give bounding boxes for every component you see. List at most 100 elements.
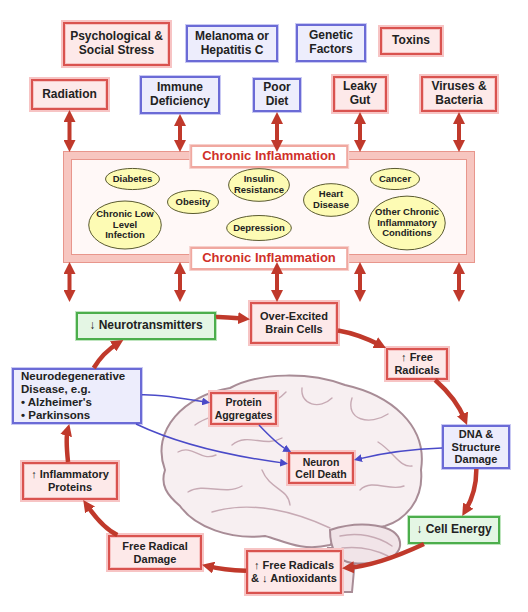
node-text: Neurodegenerative Disease, e.g.	[21, 370, 137, 396]
inflammation-output-arrows	[70, 268, 460, 296]
node-text: Toxins	[392, 34, 430, 48]
double-arrow	[178, 268, 182, 296]
thin-arrow	[136, 424, 284, 463]
thick-arrow	[68, 116, 72, 146]
cause-box: Viruses & Bacteria	[421, 76, 497, 112]
node-text: ↑ Inflammatory Proteins	[27, 468, 113, 493]
node-text: ↑ Free Radicals & ↓ Antioxidants	[251, 559, 337, 584]
process-box: ↑ Free Radicals & ↓ Antioxidants	[246, 550, 342, 594]
brain-fold	[178, 450, 216, 457]
process-box: DNA & Structure Damage	[442, 425, 510, 469]
ellipse-shape	[89, 201, 162, 249]
thick-arrow	[435, 380, 465, 419]
node-text: Viruses & Bacteria	[426, 80, 492, 108]
brain-folds	[178, 388, 412, 556]
node-text: Depression	[233, 223, 285, 234]
condition-ellipse: Cancer	[370, 168, 420, 190]
thick-arrow	[358, 118, 362, 146]
ellipse-shape	[304, 184, 359, 217]
process-box: Over-Excited Brain Cells	[250, 302, 338, 344]
node-text: Radiation	[42, 88, 97, 102]
inflammation-band: Chronic InflammationChronic Inflammation…	[64, 152, 474, 262]
brain-fold	[232, 438, 282, 445]
double-arrow	[68, 268, 72, 296]
node-text: Poor Diet	[258, 81, 296, 109]
process-box: Free Radical Damage	[108, 535, 202, 570]
process-box: Protein Aggregates	[210, 392, 277, 425]
process-box: ↓ Neurotransmitters	[76, 312, 216, 340]
node-text: Psychological & Social Stress	[68, 30, 165, 58]
node-text: ↑ Free Radicals	[391, 351, 443, 376]
condition-ellipse: Other Chronic Inflammatory Conditions	[368, 195, 446, 251]
ellipse-shape	[229, 169, 290, 202]
condition-ellipse: Depression	[226, 215, 292, 241]
condition-ellipse: Obesity	[167, 190, 219, 214]
thick-arrow	[348, 544, 424, 568]
brain-fold	[378, 442, 412, 466]
node-text: Protein Aggregates	[215, 396, 273, 420]
node-text: Insulin Resistance	[232, 174, 286, 196]
band-title: Chronic Inflammation	[190, 247, 348, 270]
node-text: Neuron Cell Death	[293, 456, 349, 480]
cause-box: Radiation	[31, 79, 108, 110]
thick-arrow	[94, 343, 118, 368]
brain-fold	[262, 470, 290, 505]
thick-arrow	[178, 120, 182, 146]
double-arrow	[275, 268, 279, 296]
brain-fold	[188, 486, 242, 492]
cause-box: Melanoma or Hepatitis C	[186, 25, 278, 62]
cause-box: Leaky Gut	[333, 76, 387, 112]
thick-arrow	[216, 317, 244, 319]
thin-arrow	[358, 448, 442, 459]
cause-box: Poor Diet	[253, 78, 301, 112]
condition-ellipse: Chronic Low Level Infection	[88, 200, 162, 250]
ellipse-shape	[227, 216, 292, 241]
ellipse-shape	[371, 168, 420, 189]
band-title: Chronic Inflammation	[190, 145, 348, 168]
ellipse-shape	[369, 196, 445, 250]
condition-ellipse: Diabetes	[105, 168, 160, 190]
thick-arrow	[208, 566, 246, 571]
brain-fold	[351, 398, 388, 420]
node-text: Genetic Factors	[301, 29, 361, 57]
thick-arrow	[457, 118, 461, 146]
node-text: ↓ Neurotransmitters	[89, 319, 202, 333]
process-box: Neurodegenerative Disease, e.g.• Alzheim…	[12, 368, 142, 424]
condition-ellipse: Insulin Resistance	[228, 168, 290, 202]
node-text: • Alzheimer's	[21, 396, 92, 409]
process-box: ↑ Free Radicals	[386, 348, 448, 380]
thin-arrow	[142, 395, 206, 402]
thick-arrow	[67, 430, 68, 462]
cause-box: Psychological & Social Stress	[63, 22, 170, 66]
thick-arrow	[465, 469, 476, 511]
process-box: Neuron Cell Death	[288, 452, 354, 484]
process-box: ↑ Inflammatory Proteins	[22, 462, 118, 500]
node-text: Free Radical Damage	[113, 540, 197, 565]
node-text: Immune Deficiency	[145, 81, 215, 109]
node-text: DNA & Structure Damage	[447, 428, 505, 466]
node-text: Melanoma or Hepatitis C	[191, 30, 273, 58]
condition-ellipse: Heart Disease	[303, 183, 359, 217]
brain-cerebrum	[161, 376, 421, 548]
thick-arrow	[338, 330, 381, 345]
cause-box: Genetic Factors	[296, 24, 366, 62]
node-text: ↓ Cell Energy	[416, 523, 491, 537]
cause-box: Immune Deficiency	[140, 76, 220, 114]
node-text: Cancer	[379, 174, 411, 185]
node-text: Over-Excited Brain Cells	[255, 310, 333, 335]
node-text: Diabetes	[113, 174, 153, 185]
brain-fold	[302, 388, 332, 405]
cause-box: Toxins	[380, 27, 442, 55]
double-arrow	[457, 268, 461, 296]
node-text: Leaky Gut	[338, 80, 382, 108]
node-text: Chronic Low Level Infection	[92, 209, 158, 242]
thick-arrow	[275, 118, 279, 146]
thin-arrow	[259, 425, 288, 450]
node-text: • Parkinsons	[21, 409, 90, 422]
ellipse-shape	[168, 190, 219, 213]
brain-fold	[360, 485, 404, 490]
brain-fold	[340, 534, 392, 546]
brain-fold	[212, 507, 330, 528]
process-box: ↓ Cell Energy	[408, 516, 500, 544]
thick-arrow	[87, 505, 118, 535]
